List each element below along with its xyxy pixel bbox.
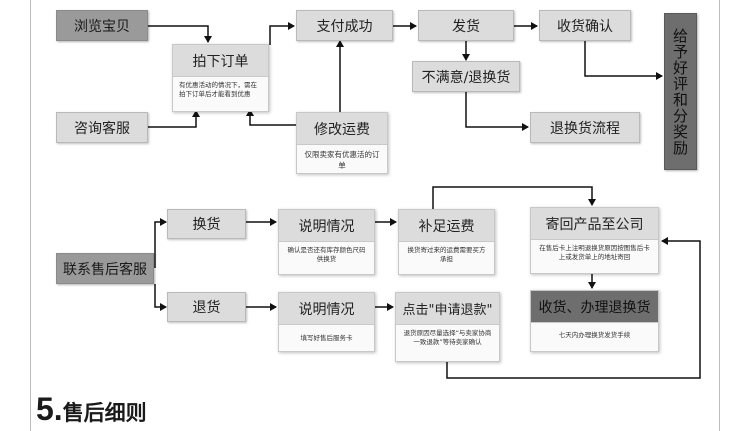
section-title: 售后细则 (62, 402, 147, 425)
arrow-confirm-to-review (584, 41, 663, 80)
arrow-modify-to-order (246, 109, 296, 126)
explain-2-node: 说明情况 (279, 293, 374, 325)
consult-node: 咨询客服 (56, 112, 148, 143)
confirm-receipt-node: 收货确认 (539, 10, 631, 41)
return-flow-node: 退换货流程 (530, 112, 640, 143)
modify-price-note: 仅限卖家有优惠活的订单 (304, 150, 380, 170)
explain-1-card: 说明情况 确认是否还有库存颜色尺码供换货 (278, 209, 375, 275)
section-heading: 5.售后细则 (36, 391, 147, 428)
apply-refund-note: 退货原因尽量选择“与卖家协商一致退款”等待卖家确认 (403, 329, 492, 346)
modify-price-node: 修改运费 (297, 113, 387, 145)
apply-refund-node: 点击"申请退款" (396, 293, 499, 325)
place-order-node: 拍下订单 (173, 45, 268, 77)
return-node: 退货 (167, 292, 246, 322)
arrow-freight-to-sendback (432, 186, 596, 209)
exchange-node: 换货 (167, 209, 246, 239)
send-back-card: 寄回产品至公司 在售后卡上注明退换货原因按图售后卡上或发货单上的地址寄回 (530, 207, 659, 274)
ship-node: 发货 (418, 10, 514, 41)
place-order-note: 有优惠活动的情况下，需在拍下订单后才能看到优惠 (179, 81, 257, 98)
supplement-freight-node: 补足运费 (399, 210, 494, 242)
send-back-note: 在售后卡上注明退换货原因按图售后卡上或发货单上的地址寄回 (539, 244, 650, 261)
section-number: 5. (36, 391, 63, 427)
apply-refund-card: 点击"申请退款" 退货原因尽量选择“与卖家协商一致退款”等待卖家确认 (395, 292, 500, 362)
receive-process-note: 七天内办理换货发货手续 (558, 331, 631, 339)
give-review-node: 给予好评和分奖励 (664, 13, 697, 170)
modify-price-card: 修改运费 仅限卖家有优惠活的订单 (296, 112, 388, 174)
arrow-apply-to-sendback (446, 237, 701, 379)
content-frame (30, 0, 720, 431)
send-back-node: 寄回产品至公司 (531, 208, 658, 240)
receive-process-node: 收货、办理退换货 (531, 291, 658, 323)
arrow-contact-to-return (154, 284, 167, 311)
pay-success-node: 支付成功 (296, 10, 393, 41)
arrow-unsatisfied-to-return-flow (465, 92, 529, 131)
receive-process-card: 收货、办理退换货 七天内办理换货发货手续 (530, 290, 659, 352)
arrow-browse-to-order (148, 25, 212, 43)
explain-2-note: 填写好售后服务卡 (300, 334, 353, 342)
browse-node: 浏览宝贝 (56, 10, 148, 41)
explain-2-card: 说明情况 填写好售后服务卡 (278, 292, 375, 352)
explain-1-note: 确认是否还有库存颜色尺码供换货 (287, 246, 366, 263)
arrow-order-to-pay (269, 22, 295, 45)
explain-1-node: 说明情况 (279, 210, 374, 242)
supplement-freight-card: 补足运费 换货寄过来的运费需要买方承担 (398, 209, 495, 275)
supplement-freight-note: 换货寄过来的运费需要买方承担 (407, 246, 486, 263)
unsatisfied-node: 不满意/退换货 (412, 61, 520, 92)
arrow-contact-to-exchange (154, 218, 167, 268)
arrow-consult-to-order (148, 110, 200, 128)
place-order-card: 拍下订单 有优惠活动的情况下，需在拍下订单后才能看到优惠 (172, 44, 269, 112)
contact-service-node: 联系售后客服 (56, 253, 154, 284)
